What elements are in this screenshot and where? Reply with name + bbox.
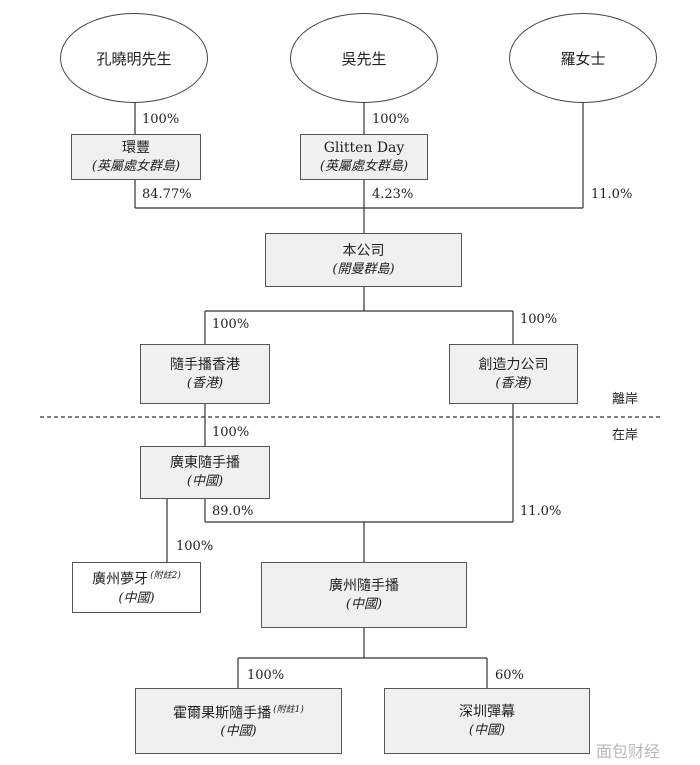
watermark: 面包财经 xyxy=(596,742,661,761)
entity-name: 廣州隨手播 xyxy=(329,577,399,594)
entity-jurisdiction: (香港) xyxy=(186,375,224,391)
entity-shenzhen-danmu: 深圳彈幕 (中國) xyxy=(384,688,590,754)
entity-name: 霍爾果斯隨手播 xyxy=(173,705,272,722)
shareholder-name: 孔曉明先生 xyxy=(96,49,172,68)
entity-glitten-day: Glitten Day (英屬處女群島) xyxy=(300,134,428,180)
entity-guangzhou-mengya: 廣州夢牙(附註2) (中國) xyxy=(72,562,201,613)
entity-note: (附註1) xyxy=(273,704,304,715)
entity-huanfeng: 環豐 (英屬處女群島) xyxy=(71,134,201,180)
entity-name: 廣州夢牙 xyxy=(92,571,149,588)
pct-huanfeng-company: 84.77% xyxy=(142,187,192,202)
shareholder-kong: 孔曉明先生 xyxy=(60,13,208,103)
entity-jurisdiction: (英屬處女群島) xyxy=(319,158,409,174)
entity-guangdong-suishou: 廣東隨手播 (中國) xyxy=(140,446,270,499)
pct-wu-glitten: 100% xyxy=(372,112,410,127)
entity-jurisdiction: (香港) xyxy=(495,375,532,391)
entity-name: 隨手播香港 xyxy=(170,356,240,373)
entity-jurisdiction: (中國) xyxy=(345,596,383,612)
shareholder-name: 吳先生 xyxy=(341,49,387,68)
entity-name-row: 廣州夢牙(附註2) xyxy=(92,567,181,590)
entity-chuangzaoli: 創造力公司 (香港) xyxy=(449,344,578,404)
pct-glitten-company: 4.23% xyxy=(372,187,414,202)
pct-company-suishou-hk: 100% xyxy=(212,317,250,332)
pct-guangdong-guangzhou: 89.0% xyxy=(212,504,254,519)
entity-name: Glitten Day xyxy=(323,139,405,156)
entity-jurisdiction: (中國) xyxy=(220,724,257,740)
entity-name: 深圳彈幕 xyxy=(459,703,515,720)
pct-suishou-hk-guangdong: 100% xyxy=(212,425,250,440)
entity-guangzhou-suishou: 廣州隨手播 (中國) xyxy=(261,562,467,628)
onshore-label: 在岸 xyxy=(612,428,639,443)
pct-luo-company: 11.0% xyxy=(591,187,633,202)
entity-horgos-suishou: 霍爾果斯隨手播(附註1) (中國) xyxy=(135,688,342,754)
entity-suishou-hk: 隨手播香港 (香港) xyxy=(140,344,270,404)
entity-jurisdiction: (中國) xyxy=(468,722,506,738)
pct-chuangzaoli-guangzhou: 11.0% xyxy=(520,504,562,519)
pct-company-chuangzaoli: 100% xyxy=(520,312,558,327)
entity-jurisdiction: (中國) xyxy=(118,590,155,606)
shareholder-name: 羅女士 xyxy=(560,49,606,68)
shareholder-wu: 吳先生 xyxy=(290,13,438,103)
pct-guangzhou-horgos: 100% xyxy=(247,668,285,683)
entity-name: 創造力公司 xyxy=(478,356,549,373)
entity-name: 環豐 xyxy=(122,139,150,156)
shareholder-luo: 羅女士 xyxy=(509,13,657,103)
pct-guangzhou-shenzhen: 60% xyxy=(495,668,524,683)
pct-kong-huanfeng: 100% xyxy=(142,112,180,127)
entity-name-row: 霍爾果斯隨手播(附註1) xyxy=(173,701,304,724)
entity-note: (附註2) xyxy=(150,571,181,582)
entity-jurisdiction: (中國) xyxy=(186,474,224,489)
entity-name: 廣東隨手播 xyxy=(170,455,240,471)
offshore-label: 離岸 xyxy=(612,392,639,407)
pct-guangdong-mengya: 100% xyxy=(176,539,214,554)
entity-jurisdiction: (開曼群島) xyxy=(332,261,395,277)
entity-jurisdiction: (英屬處女群島) xyxy=(91,158,181,174)
entity-name: 本公司 xyxy=(342,242,385,259)
entity-company: 本公司 (開曼群島) xyxy=(265,233,462,287)
